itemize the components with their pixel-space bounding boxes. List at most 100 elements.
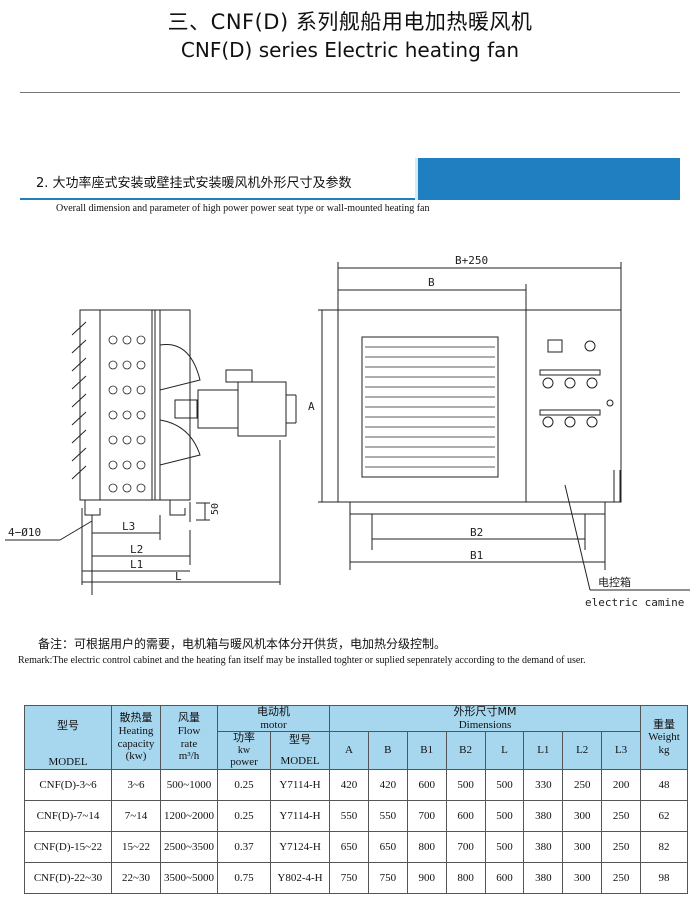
cell-L3: 250 bbox=[601, 800, 641, 833]
header-col-L2: L2 bbox=[562, 731, 603, 771]
section-bar-label-bg bbox=[20, 158, 415, 200]
cell-B: 420 bbox=[367, 769, 408, 802]
header-col-B2: B2 bbox=[445, 731, 486, 771]
dim-L-label: L bbox=[175, 570, 182, 583]
cell-A: 420 bbox=[329, 769, 369, 802]
cell-L: 600 bbox=[484, 862, 525, 895]
dim-B2-label: B2 bbox=[470, 526, 483, 539]
cell-L1: 330 bbox=[523, 769, 564, 802]
dim-L1-label: L1 bbox=[130, 558, 143, 571]
cell-power: 0.75 bbox=[217, 862, 271, 895]
cell-heating: 7~14 bbox=[111, 800, 161, 833]
cell-B1: 900 bbox=[406, 862, 447, 895]
header-col-B: B bbox=[367, 731, 408, 771]
dim-B-label: B bbox=[428, 276, 435, 289]
cell-B: 550 bbox=[367, 800, 408, 833]
cell-model: CNF(D)-7~14 bbox=[24, 800, 112, 833]
hole-label: 4−Ø10 bbox=[8, 526, 41, 539]
cell-L2: 250 bbox=[562, 769, 603, 802]
cell-flow: 2500~3500 bbox=[160, 831, 218, 864]
cell-motor-model: Y7124-H bbox=[270, 831, 330, 864]
page-title-en: CNF(D) series Electric heating fan bbox=[180, 38, 520, 62]
cell-B: 650 bbox=[367, 831, 408, 864]
cell-motor-model: Y802-4-H bbox=[270, 862, 330, 895]
header-dimensions: 外形尺寸MM Dimensions bbox=[329, 704, 641, 733]
cell-A: 550 bbox=[329, 800, 369, 833]
spec-table: 型号 MODEL 散热量 Heating capacity (kw) 风量 Fl… bbox=[24, 704, 688, 895]
cell-B2: 800 bbox=[445, 862, 486, 895]
header-motor: 电动机 motor bbox=[217, 704, 330, 733]
table-row: CNF(D)-15~22 15~22 2500~3500 0.37 Y7124-… bbox=[24, 831, 688, 864]
dim-50-label: 50 bbox=[210, 503, 221, 515]
title-divider bbox=[20, 92, 680, 93]
cell-B1: 800 bbox=[406, 831, 447, 864]
cell-B: 750 bbox=[367, 862, 408, 895]
dim-A-label: A bbox=[308, 400, 315, 413]
dim-L3-label: L3 bbox=[122, 520, 135, 533]
table-row: CNF(D)-3~6 3~6 500~1000 0.25 Y7114-H 420… bbox=[24, 769, 688, 802]
cell-model: CNF(D)-15~22 bbox=[24, 831, 112, 864]
cell-flow: 3500~5000 bbox=[160, 862, 218, 895]
dimension-drawing: 4−Ø10 50 L3 L2 L1 L B+250 B A B2 B1 电控箱 … bbox=[5, 254, 690, 609]
cell-weight: 62 bbox=[640, 800, 688, 833]
cell-heating: 3~6 bbox=[111, 769, 161, 802]
header-col-L3: L3 bbox=[601, 731, 641, 771]
cell-flow: 1200~2000 bbox=[160, 800, 218, 833]
header-power: 功率 kw power bbox=[217, 731, 271, 771]
header-flow: 风量 Flow rate m³/h bbox=[160, 704, 218, 771]
header-weight: 重量 Weight kg bbox=[640, 704, 688, 771]
cabinet-label-en: electric camine bbox=[585, 596, 684, 609]
cell-L2: 300 bbox=[562, 800, 603, 833]
cell-motor-model: Y7114-H bbox=[270, 769, 330, 802]
cell-L2: 300 bbox=[562, 862, 603, 895]
cell-power: 0.37 bbox=[217, 831, 271, 864]
section-header-bar bbox=[20, 158, 680, 200]
section-title: 2. 大功率座式安装或壁挂式安装暖风机外形尺寸及参数 bbox=[36, 176, 352, 191]
cell-L: 500 bbox=[484, 831, 525, 864]
section-bar-accent bbox=[418, 158, 680, 200]
dim-B250-label: B+250 bbox=[455, 254, 488, 267]
cell-L: 500 bbox=[484, 769, 525, 802]
cell-L3: 250 bbox=[601, 831, 641, 864]
note-cn: 备注：可根据用户的需要，电机箱与暖风机本体分开供货，电加热分级控制。 bbox=[38, 637, 447, 651]
header-col-A: A bbox=[329, 731, 369, 771]
cell-A: 750 bbox=[329, 862, 369, 895]
cell-L: 500 bbox=[484, 800, 525, 833]
table-row: CNF(D)-7~14 7~14 1200~2000 0.25 Y7114-H … bbox=[24, 800, 688, 833]
cell-weight: 98 bbox=[640, 862, 688, 895]
cell-L3: 250 bbox=[601, 862, 641, 895]
header-motor-model: 型号 MODEL bbox=[270, 731, 330, 771]
header-col-B1: B1 bbox=[406, 731, 447, 771]
cell-A: 650 bbox=[329, 831, 369, 864]
section-subtitle: Overall dimension and parameter of high … bbox=[56, 203, 430, 214]
cell-L2: 300 bbox=[562, 831, 603, 864]
cell-B2: 600 bbox=[445, 800, 486, 833]
dim-L2-label: L2 bbox=[130, 543, 143, 556]
front-view bbox=[318, 262, 690, 591]
cell-power: 0.25 bbox=[217, 769, 271, 802]
cell-L3: 200 bbox=[601, 769, 641, 802]
cell-L1: 380 bbox=[523, 800, 564, 833]
header-model: 型号 MODEL bbox=[24, 704, 112, 771]
cell-motor-model: Y7114-H bbox=[270, 800, 330, 833]
cell-B1: 600 bbox=[406, 769, 447, 802]
cell-flow: 500~1000 bbox=[160, 769, 218, 802]
side-view bbox=[5, 309, 297, 595]
note-en: Remark:The electric control cabinet and … bbox=[18, 655, 586, 666]
page-title-cn: 三、CNF(D) 系列舰船用电加热暖风机 bbox=[167, 10, 533, 34]
cell-B2: 700 bbox=[445, 831, 486, 864]
cell-model: CNF(D)-3~6 bbox=[24, 769, 112, 802]
cell-B1: 700 bbox=[406, 800, 447, 833]
cell-heating: 15~22 bbox=[111, 831, 161, 864]
cell-L1: 380 bbox=[523, 862, 564, 895]
dim-B1-label: B1 bbox=[470, 549, 483, 562]
cell-weight: 48 bbox=[640, 769, 688, 802]
cell-B2: 500 bbox=[445, 769, 486, 802]
cell-power: 0.25 bbox=[217, 800, 271, 833]
cell-model: CNF(D)-22~30 bbox=[24, 862, 112, 895]
cell-heating: 22~30 bbox=[111, 862, 161, 895]
header-heating: 散热量 Heating capacity (kw) bbox=[111, 704, 161, 771]
header-col-L: L bbox=[484, 731, 525, 771]
cabinet-label-cn: 电控箱 bbox=[598, 575, 631, 589]
cell-weight: 82 bbox=[640, 831, 688, 864]
